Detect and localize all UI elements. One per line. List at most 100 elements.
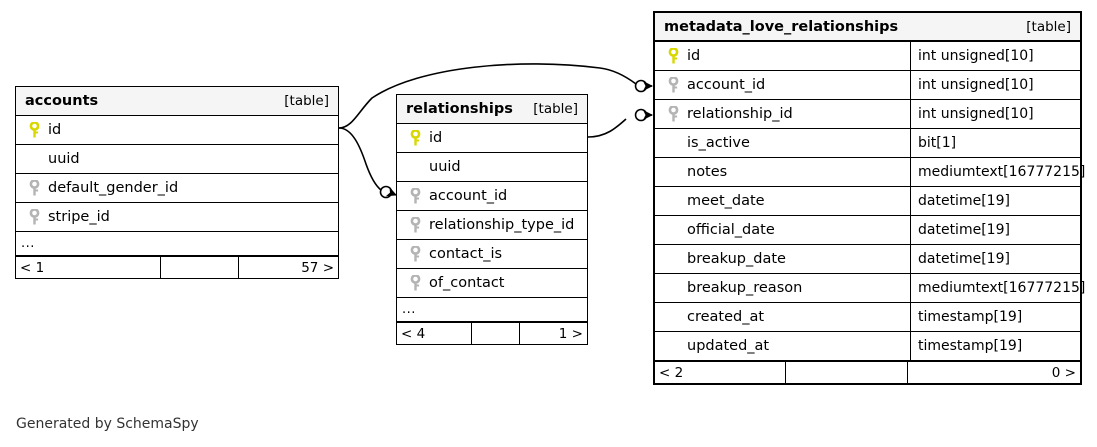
column-label: is_active xyxy=(687,135,750,151)
column-name-cell: contact_is xyxy=(397,240,587,268)
column-label: breakup_date xyxy=(687,251,786,267)
column-name-cell: breakup_date xyxy=(655,245,910,273)
column-name-cell: meet_date xyxy=(655,187,910,215)
table-header-accounts: accounts [table] xyxy=(16,87,338,116)
column-type: mediumtext[16777215] xyxy=(910,274,1085,302)
column-label: notes xyxy=(687,164,728,180)
primary-key-icon xyxy=(24,121,44,139)
column-label: contact_is xyxy=(429,246,503,262)
column-label: breakup_reason xyxy=(687,280,803,296)
table-row[interactable]: relationship_type_id xyxy=(397,211,587,240)
column-label: account_id xyxy=(687,77,766,93)
table-row[interactable]: uuid xyxy=(16,145,338,174)
table-accounts[interactable]: accounts [table] id xyxy=(15,86,339,279)
column-name-cell: is_active xyxy=(655,129,910,157)
footer-outbound-count[interactable]: 0 > xyxy=(1051,364,1076,381)
table-row[interactable]: account_id xyxy=(397,182,587,211)
table-row[interactable]: meet_date datetime[19] xyxy=(655,187,1080,216)
footer-middle xyxy=(161,257,239,278)
table-footer: < 4 1 > xyxy=(397,322,587,344)
table-tag: [table] xyxy=(533,101,578,117)
column-name-cell: notes xyxy=(655,158,910,186)
truncated-columns-marker: ... xyxy=(16,232,338,256)
column-label: account_id xyxy=(429,188,508,204)
table-metadata-love-relationships[interactable]: metadata_love_relationships [table] id i… xyxy=(653,11,1085,385)
table-row[interactable]: breakup_reason mediumtext[16777215] xyxy=(655,274,1085,303)
table-row[interactable]: notes mediumtext[16777215] xyxy=(655,158,1085,187)
column-name-cell: created_at xyxy=(655,303,910,331)
column-label: updated_at xyxy=(687,338,770,354)
foreign-key-icon xyxy=(405,216,425,234)
column-name-cell: default_gender_id xyxy=(16,174,338,202)
table-relationships[interactable]: relationships [table] id xyxy=(396,94,588,345)
column-label: stripe_id xyxy=(48,209,110,225)
column-type: int unsigned[10] xyxy=(910,100,1080,128)
footer-outbound-count[interactable]: 57 > xyxy=(301,259,334,276)
column-label: id xyxy=(429,130,443,146)
column-type: datetime[19] xyxy=(910,187,1080,215)
table-row[interactable]: default_gender_id xyxy=(16,174,338,203)
table-row[interactable]: contact_is xyxy=(397,240,587,269)
table-row[interactable]: relationship_id int unsigned[10] xyxy=(655,100,1080,129)
column-label: meet_date xyxy=(687,193,765,209)
edge-accounts-to-relationships-account-id xyxy=(338,127,397,199)
table-row[interactable]: id xyxy=(16,116,338,145)
column-name-cell: uuid xyxy=(397,153,587,181)
table-title: accounts xyxy=(25,93,99,109)
column-name-cell: stripe_id xyxy=(16,203,338,231)
column-label: default_gender_id xyxy=(48,180,179,196)
column-name-cell: id xyxy=(655,42,910,70)
column-name-cell: account_id xyxy=(655,71,910,99)
table-row[interactable]: created_at timestamp[19] xyxy=(655,303,1080,332)
table-body: id int unsigned[10] account_id int unsi xyxy=(655,42,1085,361)
table-row[interactable]: id xyxy=(397,124,587,153)
column-type: timestamp[19] xyxy=(910,303,1080,331)
table-row[interactable]: id int unsigned[10] xyxy=(655,42,1080,71)
table-row[interactable]: updated_at timestamp[19] xyxy=(655,332,1080,361)
column-label: uuid xyxy=(429,159,461,175)
truncated-columns-marker: ... xyxy=(397,298,587,322)
column-label: id xyxy=(48,122,62,138)
primary-key-icon xyxy=(405,129,425,147)
footer-middle xyxy=(786,362,908,383)
footer-outbound-count[interactable]: 1 > xyxy=(558,325,583,342)
column-label: id xyxy=(687,48,701,64)
column-type: int unsigned[10] xyxy=(910,71,1080,99)
foreign-key-icon xyxy=(405,245,425,263)
column-type: datetime[19] xyxy=(910,245,1080,273)
foreign-key-icon xyxy=(24,208,44,226)
column-label: relationship_type_id xyxy=(429,217,575,233)
table-footer: < 2 0 > xyxy=(655,361,1080,383)
footer-inbound-count[interactable]: < 2 xyxy=(655,362,786,383)
column-name-cell: relationship_type_id xyxy=(397,211,587,239)
edge-relationships-to-metadata-relationship-id xyxy=(587,108,653,138)
table-row[interactable]: stripe_id xyxy=(16,203,338,232)
table-row[interactable]: is_active bit[1] xyxy=(655,129,1080,158)
table-row[interactable]: account_id int unsigned[10] xyxy=(655,71,1080,100)
column-type: timestamp[19] xyxy=(910,332,1080,360)
column-label: relationship_id xyxy=(687,106,793,122)
primary-key-icon xyxy=(663,47,683,65)
column-name-cell: of_contact xyxy=(397,269,587,297)
column-type: datetime[19] xyxy=(910,216,1080,244)
table-row[interactable]: uuid xyxy=(397,153,587,182)
table-title: metadata_love_relationships xyxy=(664,18,899,35)
foreign-key-icon xyxy=(405,274,425,292)
table-row[interactable]: of_contact xyxy=(397,269,587,298)
column-label: official_date xyxy=(687,222,775,238)
table-footer: < 1 57 > xyxy=(16,256,338,278)
column-name-cell: official_date xyxy=(655,216,910,244)
foreign-key-icon xyxy=(663,76,683,94)
column-name-cell: account_id xyxy=(397,182,587,210)
table-row[interactable]: official_date datetime[19] xyxy=(655,216,1080,245)
footer-inbound-count[interactable]: < 4 xyxy=(397,323,472,344)
column-label: uuid xyxy=(48,151,80,167)
column-name-cell: updated_at xyxy=(655,332,910,360)
footer-inbound-count[interactable]: < 1 xyxy=(16,257,161,278)
column-name-cell: breakup_reason xyxy=(655,274,910,302)
column-type: int unsigned[10] xyxy=(910,42,1080,70)
table-row[interactable]: breakup_date datetime[19] xyxy=(655,245,1080,274)
table-tag: [table] xyxy=(1026,18,1071,35)
footer-middle xyxy=(472,323,520,344)
table-header-relationships: relationships [table] xyxy=(397,95,587,124)
